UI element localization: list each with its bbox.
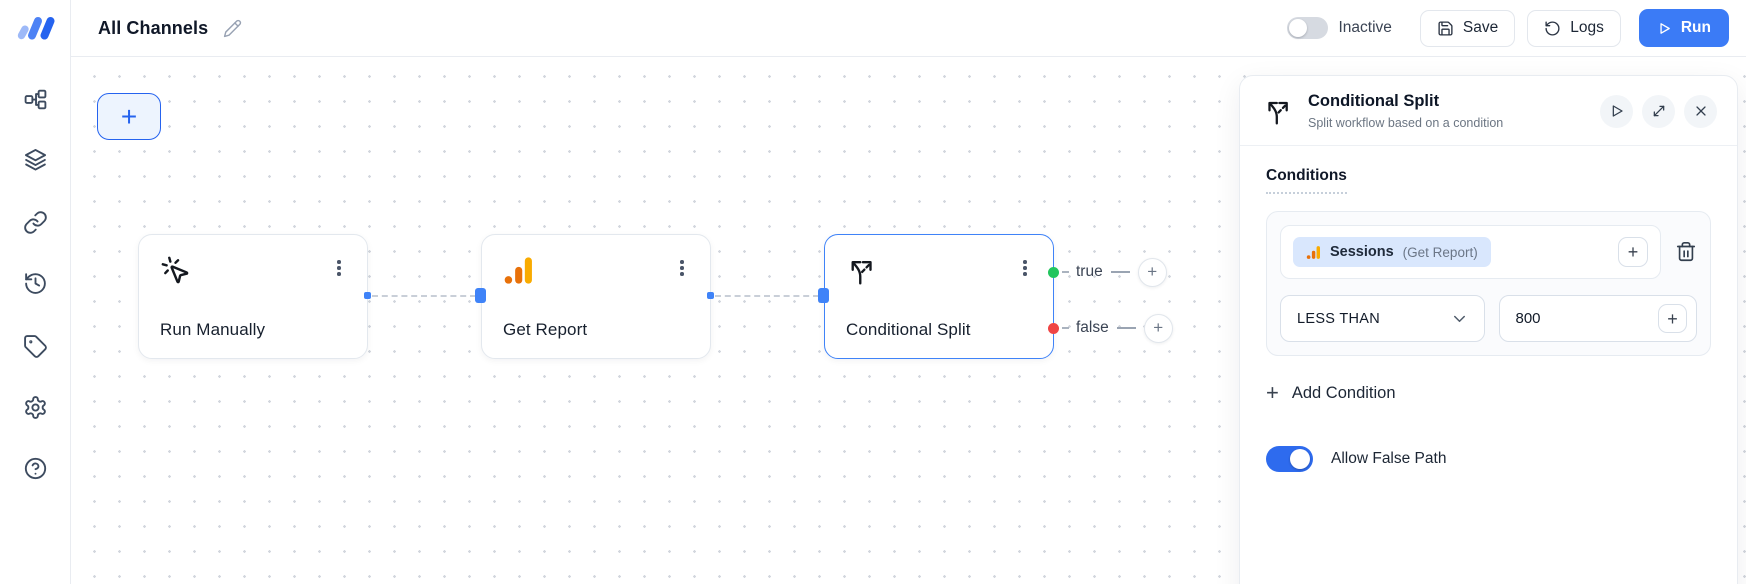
- workflow-icon[interactable]: [23, 87, 48, 112]
- variable-chip[interactable]: Sessions (Get Report): [1293, 237, 1491, 267]
- target-handle[interactable]: [475, 288, 486, 303]
- chevron-down-icon: [1453, 315, 1465, 323]
- expand-panel-button[interactable]: [1642, 94, 1675, 128]
- header-actions: Inactive Save Logs Run: [1287, 9, 1729, 47]
- history-icon[interactable]: [23, 271, 48, 296]
- node-detail-panel: Conditional Split Split workflow based o…: [1239, 75, 1738, 584]
- app-logo-icon[interactable]: [15, 13, 55, 41]
- save-button-label: Save: [1462, 19, 1499, 36]
- save-button[interactable]: Save: [1419, 9, 1516, 47]
- panel-title: Conditional Split: [1308, 92, 1440, 110]
- split-icon: [846, 255, 877, 286]
- add-condition-label: Add Condition: [1291, 383, 1396, 402]
- variable-field[interactable]: Sessions (Get Report) +: [1280, 225, 1661, 279]
- panel-subtitle: Split workflow based on a condition: [1308, 116, 1504, 130]
- panel-header-buttons: [1600, 94, 1717, 128]
- cursor-click-icon: [160, 255, 191, 286]
- play-icon: [1612, 105, 1623, 117]
- edge-run-manually-to-get-report: [372, 295, 476, 297]
- condition-variable-row: Sessions (Get Report) +: [1280, 225, 1697, 279]
- insert-value-variable-button[interactable]: +: [1658, 304, 1687, 333]
- top-header: All Channels Inactive Save Logs: [71, 0, 1746, 57]
- trash-icon: [1676, 242, 1696, 262]
- add-condition-button[interactable]: + Add Condition: [1266, 382, 1711, 404]
- edge-get-report-to-conditional-split: [715, 295, 819, 297]
- edge-stub: [1062, 327, 1069, 329]
- false-handle[interactable]: [1048, 322, 1059, 334]
- allow-false-path-label: Allow False Path: [1331, 450, 1447, 467]
- page-title: All Channels: [98, 17, 209, 38]
- run-button-label: Run: [1680, 19, 1711, 36]
- condition-card: Sessions (Get Report) + LESS THAN: [1266, 211, 1711, 356]
- target-handle[interactable]: [818, 288, 829, 303]
- value-field: +: [1498, 295, 1697, 342]
- settings-icon[interactable]: [23, 395, 48, 420]
- node-label: Get Report: [503, 320, 588, 339]
- source-handle[interactable]: [364, 292, 371, 299]
- panel-body: Conditions Sessions (Get Report): [1240, 146, 1737, 493]
- node-menu-button[interactable]: [333, 257, 345, 279]
- edge-stub: [1116, 327, 1136, 329]
- node-top-row: [503, 255, 688, 286]
- node-menu-button[interactable]: [676, 257, 688, 279]
- node-get-report[interactable]: Get Report: [481, 234, 711, 359]
- condition-operator-row: LESS THAN +: [1280, 295, 1697, 342]
- node-conditional-split[interactable]: Conditional Split: [824, 234, 1054, 359]
- edit-title-icon[interactable]: [223, 19, 242, 38]
- add-true-branch-button[interactable]: +: [1137, 257, 1167, 287]
- layers-icon[interactable]: [23, 147, 48, 172]
- close-panel-button[interactable]: [1684, 94, 1717, 128]
- logs-button-label: Logs: [1570, 19, 1604, 36]
- operator-value: LESS THAN: [1297, 310, 1381, 327]
- status-label: Inactive: [1338, 19, 1392, 36]
- variable-source: (Get Report): [1402, 244, 1478, 260]
- logs-icon: [1545, 20, 1560, 36]
- split-icon: [1263, 96, 1293, 126]
- node-top-row: [846, 255, 1031, 286]
- delete-condition-button[interactable]: [1675, 241, 1697, 263]
- left-sidebar: [0, 0, 71, 584]
- add-node-button[interactable]: +: [97, 93, 161, 140]
- variable-name: Sessions: [1330, 244, 1394, 260]
- source-handle[interactable]: [707, 292, 714, 299]
- close-icon: [1695, 106, 1706, 116]
- node-menu-button[interactable]: [1019, 257, 1031, 279]
- save-icon: [1438, 20, 1453, 36]
- allow-false-path-toggle[interactable]: [1266, 446, 1313, 472]
- google-analytics-icon: [1306, 245, 1320, 259]
- conditions-heading: Conditions: [1266, 167, 1347, 194]
- output-true-row: true +: [1048, 257, 1167, 287]
- node-label: Conditional Split: [846, 320, 971, 339]
- google-analytics-icon: [503, 255, 534, 286]
- help-icon[interactable]: [23, 456, 48, 481]
- edge-stub: [1062, 271, 1069, 273]
- toggle-knob: [1289, 19, 1308, 37]
- true-handle[interactable]: [1048, 266, 1059, 278]
- panel-header-text: Conditional Split Split workflow based o…: [1308, 92, 1503, 130]
- node-label: Run Manually: [160, 320, 266, 339]
- plus-icon: +: [1266, 380, 1279, 405]
- link-icon[interactable]: [23, 210, 48, 235]
- output-label-true: true: [1076, 263, 1103, 280]
- tag-icon[interactable]: [23, 334, 48, 359]
- play-icon: [1660, 22, 1670, 34]
- logs-button[interactable]: Logs: [1527, 9, 1621, 47]
- toggle-knob: [1290, 449, 1310, 469]
- expand-icon: [1653, 105, 1664, 117]
- edge-stub: [1110, 271, 1130, 273]
- insert-variable-button[interactable]: +: [1618, 237, 1648, 267]
- panel-header: Conditional Split Split workflow based o…: [1240, 76, 1737, 146]
- condition-value-input[interactable]: [1515, 310, 1616, 327]
- test-node-button[interactable]: [1600, 94, 1633, 128]
- node-top-row: [160, 255, 345, 286]
- output-false-row: false +: [1048, 313, 1173, 343]
- node-run-manually[interactable]: Run Manually: [138, 234, 368, 359]
- operator-select[interactable]: LESS THAN: [1280, 295, 1485, 342]
- allow-false-path-row: Allow False Path: [1266, 446, 1711, 472]
- add-false-branch-button[interactable]: +: [1143, 313, 1173, 343]
- run-button[interactable]: Run: [1638, 9, 1729, 47]
- output-label-false: false: [1076, 319, 1109, 336]
- active-toggle[interactable]: [1287, 17, 1329, 39]
